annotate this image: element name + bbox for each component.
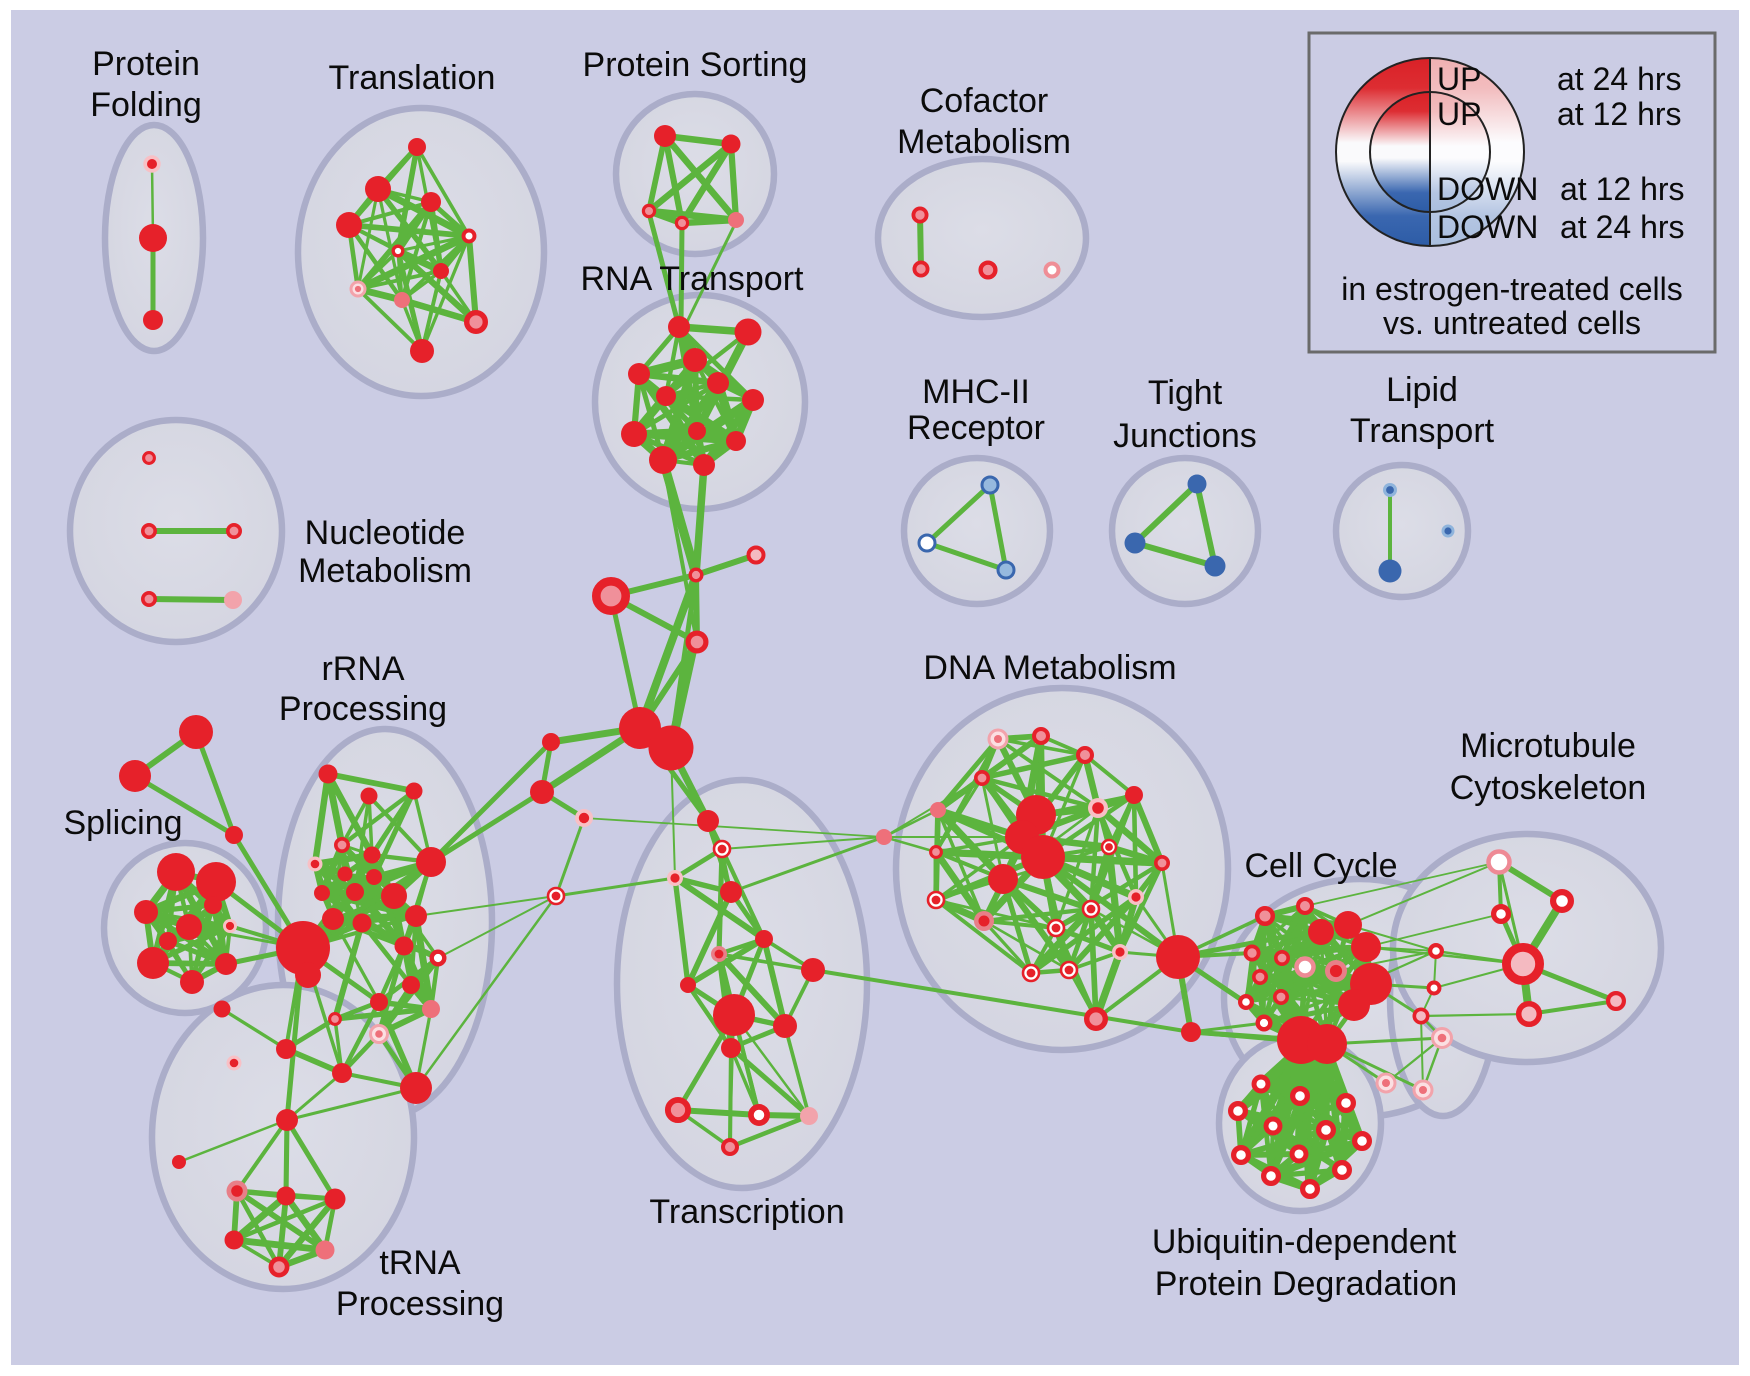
svg-text:at 24 hrs: at 24 hrs bbox=[1557, 61, 1682, 97]
svg-text:Receptor: Receptor bbox=[907, 409, 1045, 447]
svg-text:UP: UP bbox=[1437, 96, 1481, 132]
svg-text:Protein Degradation: Protein Degradation bbox=[1155, 1265, 1457, 1303]
svg-text:Transport: Transport bbox=[1350, 412, 1495, 450]
svg-text:Lipid: Lipid bbox=[1386, 371, 1458, 409]
svg-text:in estrogen-treated cells: in estrogen-treated cells bbox=[1341, 271, 1683, 307]
svg-text:Junctions: Junctions bbox=[1113, 417, 1257, 455]
svg-text:at 12 hrs: at 12 hrs bbox=[1557, 96, 1682, 132]
svg-text:Tight: Tight bbox=[1148, 374, 1223, 412]
svg-text:Cytoskeleton: Cytoskeleton bbox=[1450, 769, 1647, 807]
svg-text:Processing: Processing bbox=[336, 1285, 504, 1323]
svg-text:Translation: Translation bbox=[329, 59, 496, 97]
svg-text:Cofactor: Cofactor bbox=[920, 82, 1049, 120]
svg-text:DOWN: DOWN bbox=[1437, 171, 1538, 207]
svg-text:Nucleotide: Nucleotide bbox=[305, 514, 466, 552]
svg-text:Metabolism: Metabolism bbox=[897, 123, 1071, 161]
svg-text:Splicing: Splicing bbox=[63, 804, 182, 842]
svg-text:DOWN: DOWN bbox=[1437, 209, 1538, 245]
svg-text:at 24 hrs: at 24 hrs bbox=[1560, 209, 1685, 245]
svg-text:Folding: Folding bbox=[90, 86, 202, 124]
svg-text:RNA Transport: RNA Transport bbox=[581, 260, 805, 298]
svg-text:Microtubule: Microtubule bbox=[1460, 727, 1636, 765]
svg-text:Protein: Protein bbox=[92, 45, 200, 83]
svg-text:tRNA: tRNA bbox=[379, 1244, 461, 1282]
svg-text:Cell Cycle: Cell Cycle bbox=[1244, 847, 1397, 885]
svg-text:vs. untreated cells: vs. untreated cells bbox=[1383, 305, 1641, 341]
svg-text:Transcription: Transcription bbox=[649, 1193, 844, 1231]
svg-text:MHC-II: MHC-II bbox=[922, 373, 1030, 411]
svg-text:Protein Sorting: Protein Sorting bbox=[583, 46, 808, 84]
svg-text:DNA Metabolism: DNA Metabolism bbox=[923, 649, 1176, 687]
svg-text:Processing: Processing bbox=[279, 690, 447, 728]
svg-text:at 12 hrs: at 12 hrs bbox=[1560, 171, 1685, 207]
svg-text:rRNA: rRNA bbox=[321, 650, 404, 688]
svg-text:Ubiquitin-dependent: Ubiquitin-dependent bbox=[1152, 1223, 1457, 1261]
svg-text:UP: UP bbox=[1437, 61, 1481, 97]
svg-text:Metabolism: Metabolism bbox=[298, 552, 472, 590]
